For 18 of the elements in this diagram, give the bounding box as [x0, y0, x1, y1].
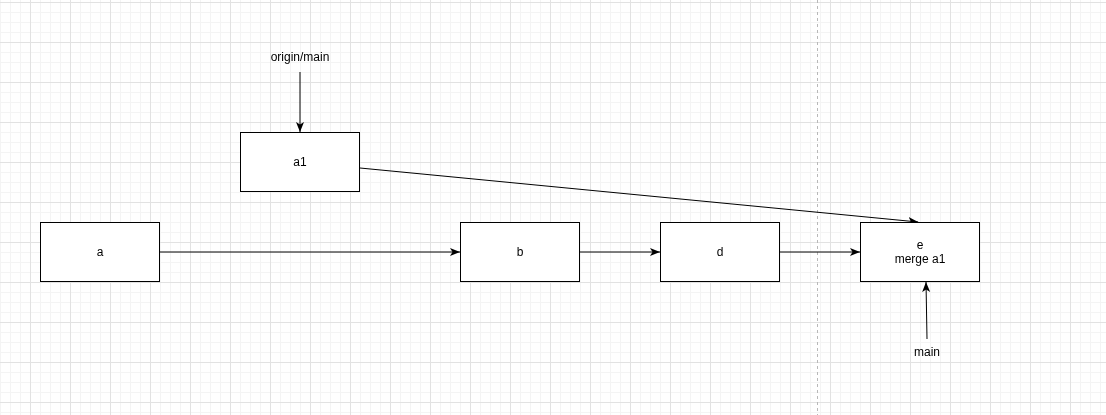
commit-label: a	[96, 245, 104, 259]
commit-box	[40, 222, 160, 282]
commit-label: a1	[293, 155, 307, 169]
arrow	[922, 281, 931, 340]
arrow	[579, 248, 661, 256]
commit-box	[860, 222, 980, 282]
branch-label: origin/main	[270, 50, 330, 64]
commit-label: b	[516, 245, 524, 259]
arrow	[159, 248, 461, 256]
branch-label: main	[914, 345, 940, 359]
commit-label: d	[716, 245, 724, 259]
commit-box	[460, 222, 580, 282]
arrow	[296, 71, 304, 133]
commit-box	[240, 132, 360, 192]
arrow	[779, 248, 861, 256]
commit-box	[660, 222, 780, 282]
commit-label: e	[916, 238, 924, 252]
commit-label: merge a1	[894, 252, 946, 266]
